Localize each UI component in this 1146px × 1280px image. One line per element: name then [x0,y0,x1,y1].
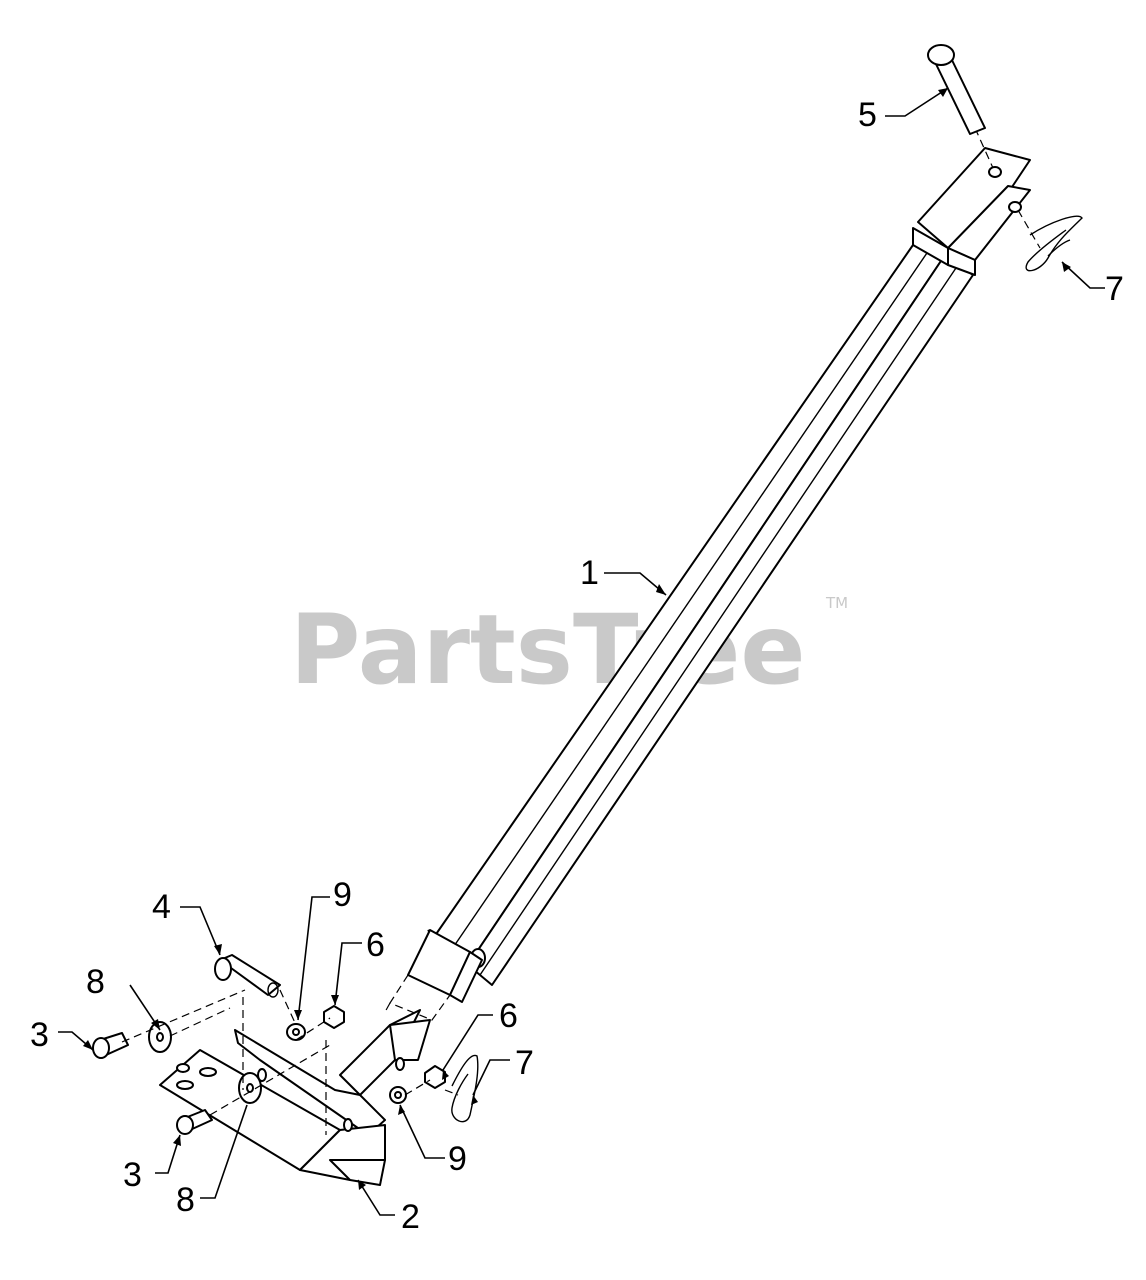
hairpin-clip-lower-part-7 [451,1054,479,1123]
leader-lines [58,87,1105,1216]
callout-7-upper: 7 [1105,270,1124,308]
nut-part-9-a [286,1023,306,1041]
callout-6-right: 6 [499,997,518,1035]
pin-part-5 [927,44,986,135]
washer-part-8-b [238,1072,262,1104]
trademark: TM [825,594,848,612]
lower-coupler [384,929,483,1021]
callout-5: 5 [858,96,877,134]
callout-7-lower: 7 [515,1044,534,1082]
callout-9-lower: 9 [448,1140,467,1178]
callout-8-upper: 8 [86,963,105,1001]
bolt-part-3-a [92,1032,129,1059]
callout-1: 1 [580,554,599,592]
callouts: 1 2 3 3 4 5 6 6 7 7 8 8 9 9 [30,96,1124,1236]
callout-9-upper: 9 [333,876,352,914]
nut-part-6-a [323,1005,345,1029]
callout-6-left: 6 [366,926,385,964]
washer-part-8-a [148,1021,172,1053]
callout-2: 2 [401,1198,420,1236]
bracket-part-2 [159,1009,431,1186]
upper-clevis-bracket [912,127,1041,276]
callout-3-lower: 3 [123,1156,142,1194]
hairpin-clip-upper-part-7 [1025,215,1083,272]
bolt-part-3-b [176,1109,213,1135]
assembly-lines [121,989,459,1135]
nut-part-9-b [389,1086,407,1104]
nut-part-6-b [424,1065,446,1089]
clevis-pin-part-4 [214,954,281,998]
arrow-heads [83,88,1071,1190]
callout-3-upper: 3 [30,1016,49,1054]
callout-8-lower: 8 [176,1181,195,1219]
callout-4: 4 [152,888,171,926]
